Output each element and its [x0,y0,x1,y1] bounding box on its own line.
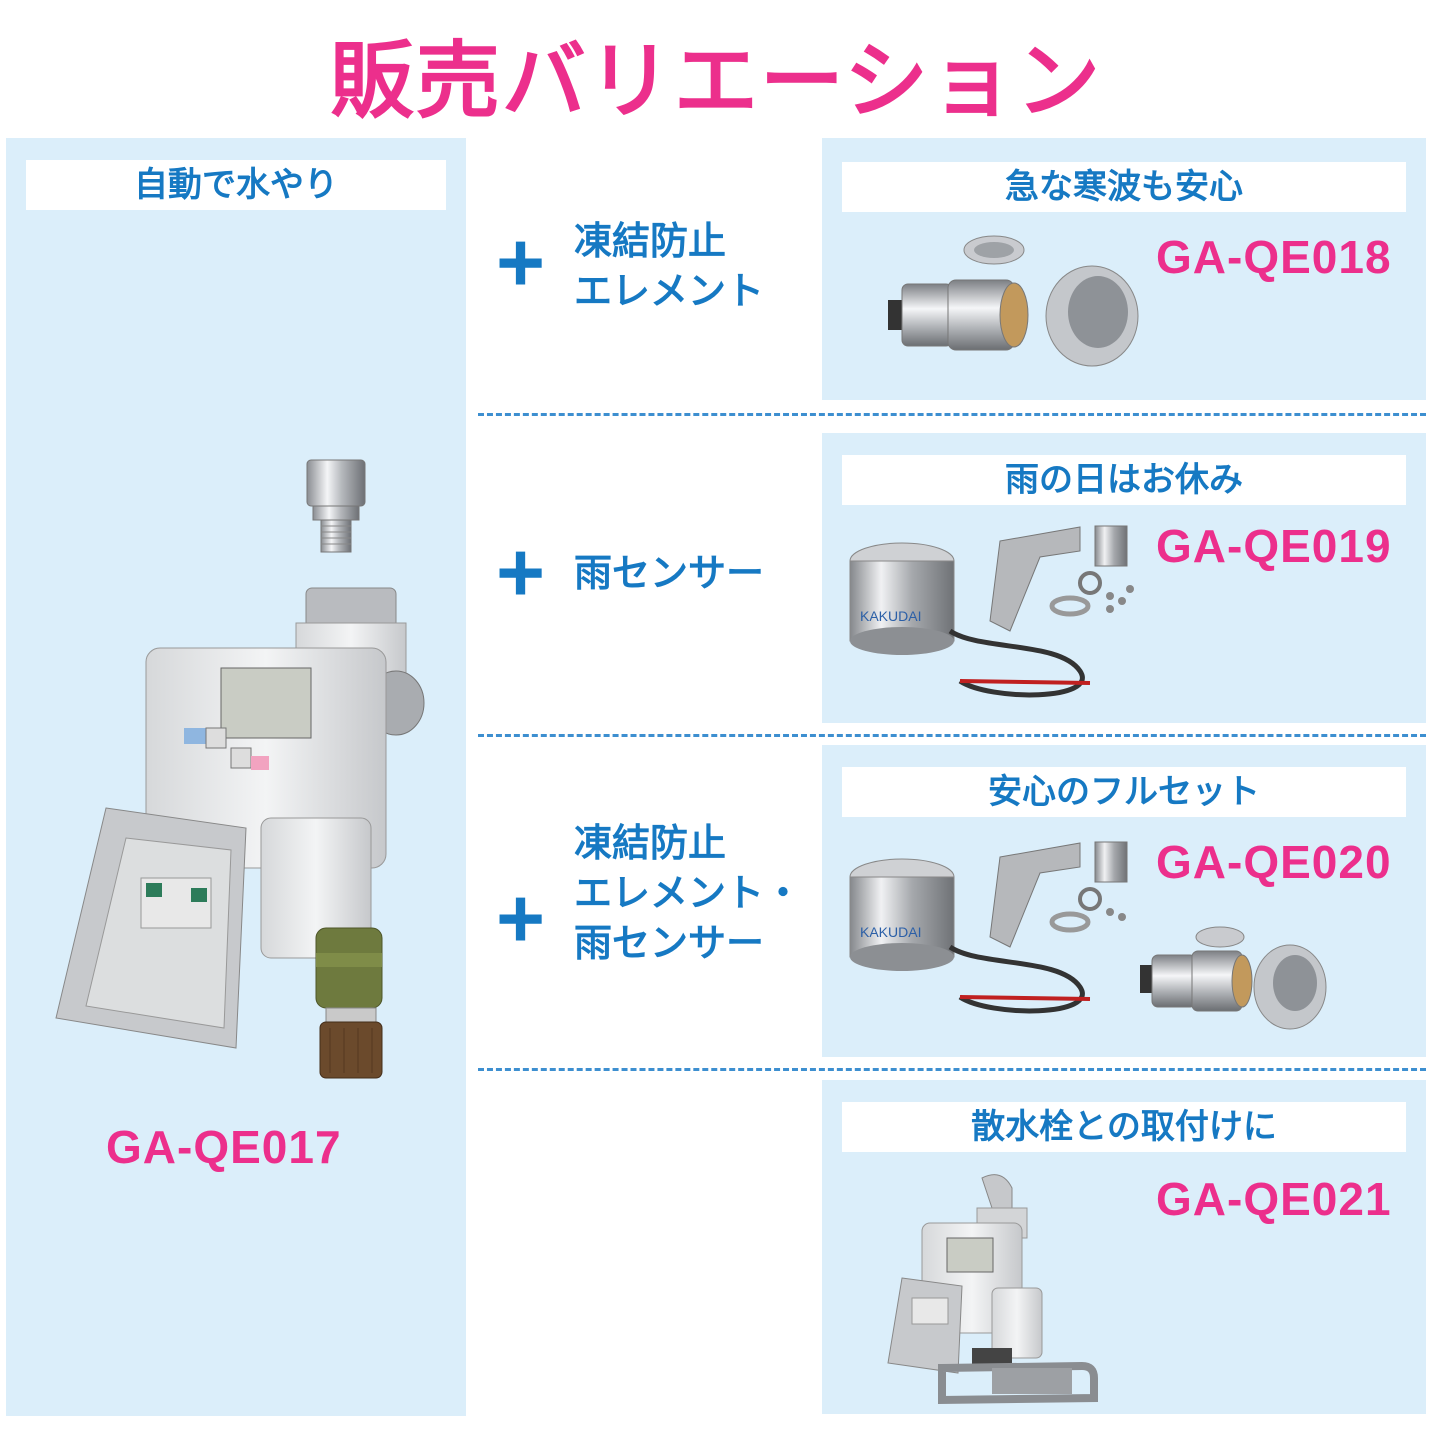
variant-label-3: 安心のフルセット [842,767,1406,817]
hydrant-mount-image [887,1174,1098,1405]
divider-2 [478,734,1426,737]
variant-panel-4: 散水栓との取付けに GA-QE021 [822,1080,1426,1414]
faucet-adapter-image [306,459,366,553]
variant-code-4: GA-QE021 [1156,1173,1392,1225]
addon-text-1: 凍結防止 エレメント [574,219,765,313]
rain-sensor-image: KAKUDAI [849,525,1134,698]
addon-text-3: 凍結防止 エレメント・ 雨センサー [574,821,803,965]
divider-3 [478,1068,1426,1071]
hose-connector-image [315,927,383,1079]
variant-panel-3: 安心のフルセット GA-QE020 KAKUDAI [822,745,1426,1057]
variant-label-4: 散水栓との取付けに [842,1102,1406,1152]
full-set-image: KAKUDAI [849,841,1327,1030]
sensor-brand-text-1: KAKUDAI [860,608,921,624]
addon-text-2: 雨センサー [574,551,765,595]
main-product-panel: 自動で水やり [6,138,466,1416]
divider-1 [478,413,1426,416]
variant-panel-1: 急な寒波も安心 GA-QE018 [822,138,1426,400]
sensor-brand-text-2: KAKUDAI [860,924,921,940]
main-product-label: 自動で水やり [26,160,446,210]
variant-code-1: GA-QE018 [1156,231,1392,283]
variant-panel-2: 雨の日はお休み GA-QE019 KAKUDAI [822,433,1426,723]
main-product-code: GA-QE017 [106,1121,342,1173]
plus-icon-1: + [496,215,546,309]
variant-code-3: GA-QE020 [1156,836,1392,888]
freeze-element-image [888,235,1139,367]
page-title: 販売バリエーション [329,32,1103,130]
plus-icon-2: + [496,525,546,619]
variant-label-1: 急な寒波も安心 [842,162,1406,212]
variant-code-2: GA-QE019 [1156,520,1392,572]
plus-icon-3: + [496,871,546,965]
variant-label-2: 雨の日はお休み [842,455,1406,505]
water-timer-image [55,587,425,1049]
